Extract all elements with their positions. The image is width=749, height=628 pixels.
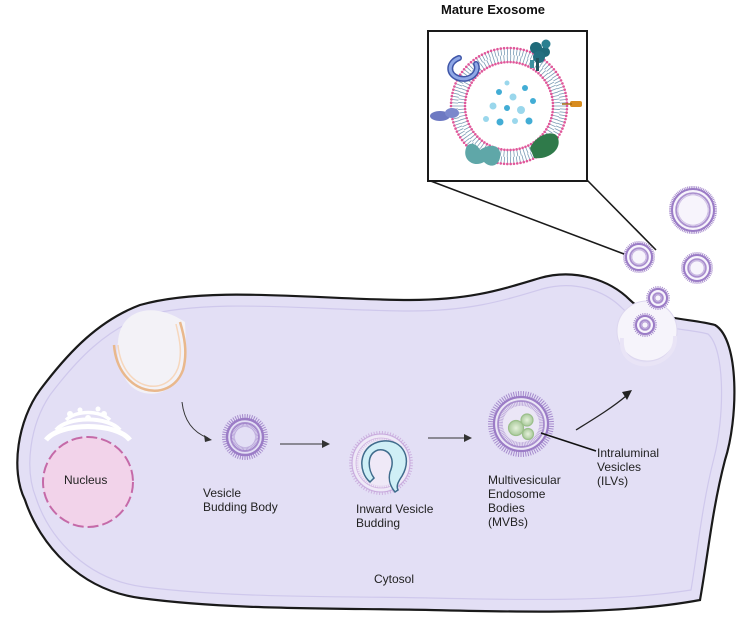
label-line: Budding: [356, 516, 433, 530]
label-line: (ILVs): [597, 474, 659, 488]
mvb-label: Multivesicular Endosome Bodies (MVBs): [488, 473, 561, 529]
label-line: Bodies: [488, 501, 561, 515]
cytosol-label: Cytosol: [374, 572, 414, 586]
label-line: Vesicles: [597, 460, 659, 474]
vesicle-budding-body: [222, 414, 268, 460]
ilv: [523, 429, 534, 440]
vesicle-budding-label: Vesicle Budding Body: [203, 486, 278, 514]
nucleus-label: Nucleus: [64, 473, 107, 487]
label-line: Endosome: [488, 487, 561, 501]
inset-title: Mature Exosome: [441, 2, 545, 17]
label-line: Vesicle: [203, 486, 278, 500]
label-line: Intraluminal: [597, 446, 659, 460]
label-line: Budding Body: [203, 500, 278, 514]
ilv: [521, 414, 533, 426]
ilv-label: Intraluminal Vesicles (ILVs): [597, 446, 659, 488]
label-line: (MVBs): [488, 515, 561, 529]
zoom-line: [587, 180, 656, 250]
inward-budding-label: Inward Vesicle Budding: [356, 502, 433, 530]
label-line: Multivesicular: [488, 473, 561, 487]
label-line: Inward Vesicle: [356, 502, 433, 516]
zoom-line: [428, 180, 624, 254]
